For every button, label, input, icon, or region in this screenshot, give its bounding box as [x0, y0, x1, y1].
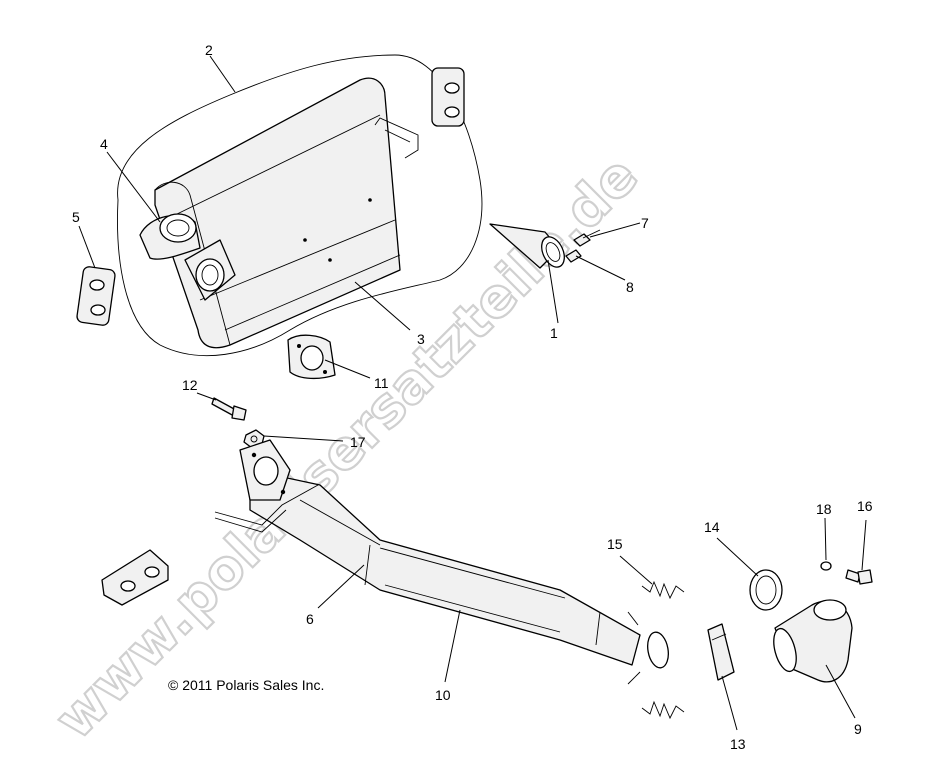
- callout-7: 7: [641, 215, 649, 231]
- band-clamp-13[interactable]: [707, 623, 735, 681]
- callout-3: 3: [417, 331, 425, 347]
- spring-15-upper[interactable]: [641, 580, 685, 600]
- bolt-16[interactable]: [845, 569, 873, 585]
- washer-8[interactable]: [565, 249, 582, 263]
- callout-6: 6: [306, 611, 314, 627]
- callout-14: 14: [704, 519, 720, 535]
- rubber-isolator-top: [431, 67, 465, 127]
- head-pipe-flange: [239, 439, 291, 501]
- callout-18: 18: [816, 501, 832, 517]
- muffler-bracket: [374, 117, 419, 159]
- bolt-12[interactable]: [211, 397, 247, 421]
- muffler-inlet-pipe[interactable]: [139, 213, 201, 260]
- exhaust-gasket[interactable]: [287, 334, 336, 380]
- callout-10: 10: [435, 687, 451, 703]
- head-pipe-outlet: [627, 611, 669, 685]
- spring-15-lower: [641, 700, 685, 720]
- head-pipe[interactable]: [249, 469, 641, 666]
- callout-2: 2: [205, 42, 213, 58]
- screw-7[interactable]: [573, 229, 601, 247]
- copyright-text: © 2011 Polaris Sales Inc.: [168, 677, 324, 693]
- callout-5: 5: [72, 209, 80, 225]
- callout-15: 15: [607, 536, 623, 552]
- exhaust-elbow-9[interactable]: [770, 599, 853, 683]
- muffler-group-outline: [117, 54, 483, 357]
- spark-arrestor-tip[interactable]: [489, 223, 569, 271]
- muffler-outlet-flange: [184, 239, 236, 301]
- callout-1: 1: [550, 325, 558, 341]
- callout-4: 4: [100, 136, 108, 152]
- head-pipe-bracket: [214, 484, 319, 533]
- callout-13: 13: [730, 736, 746, 752]
- seal-ring-14[interactable]: [749, 569, 783, 611]
- callout-11: 11: [374, 375, 389, 391]
- rubber-isolator-5[interactable]: [76, 266, 116, 326]
- callout-16: 16: [857, 498, 873, 514]
- callout-9: 9: [854, 721, 862, 737]
- washer-18[interactable]: [820, 561, 832, 571]
- leader-lines: [78, 55, 867, 731]
- muffler-body[interactable]: [154, 77, 401, 349]
- rubber-isolator-lower: [101, 549, 169, 606]
- callout-12: 12: [182, 377, 198, 393]
- callout-8: 8: [626, 279, 634, 295]
- callout-17: 17: [350, 434, 366, 450]
